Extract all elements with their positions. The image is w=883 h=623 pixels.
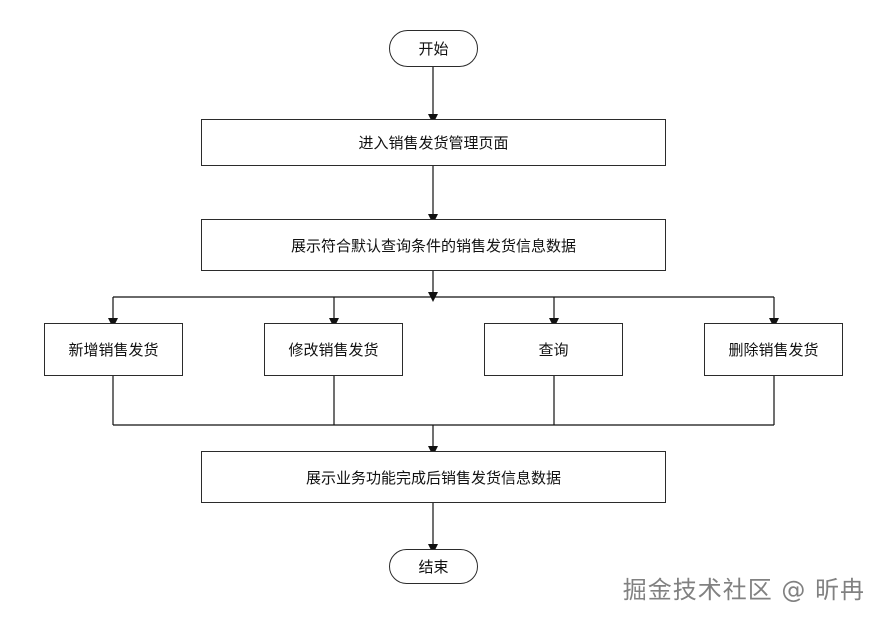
show-default-query-results-label: 展示符合默认查询条件的销售发货信息数据	[290, 236, 576, 255]
end-node: 结束	[389, 549, 478, 584]
action-box-query: 查询	[484, 323, 623, 376]
action-box-edit: 修改销售发货	[264, 323, 403, 376]
end-label: 结束	[418, 558, 449, 576]
start-node: 开始	[389, 30, 478, 67]
action-box-add: 新增销售发货	[44, 323, 183, 376]
enter-sales-delivery-page-label: 进入销售发货管理页面	[358, 134, 509, 152]
show-result-label: 展示业务功能完成后销售发货信息数据	[305, 468, 561, 487]
action-label-add: 新增销售发货	[68, 341, 159, 359]
action-box-delete: 删除销售发货	[704, 323, 843, 376]
action-label-query: 查询	[538, 341, 569, 359]
show-result-box: 展示业务功能完成后销售发货信息数据	[201, 451, 666, 503]
show-default-query-results-box: 展示符合默认查询条件的销售发货信息数据	[201, 219, 666, 271]
action-label-edit: 修改销售发货	[288, 341, 379, 359]
action-label-delete: 删除销售发货	[728, 341, 819, 359]
watermark-text: 掘金技术社区 @ 昕冉	[622, 576, 865, 604]
enter-sales-delivery-page-box: 进入销售发货管理页面	[201, 119, 666, 166]
start-label: 开始	[418, 40, 449, 58]
